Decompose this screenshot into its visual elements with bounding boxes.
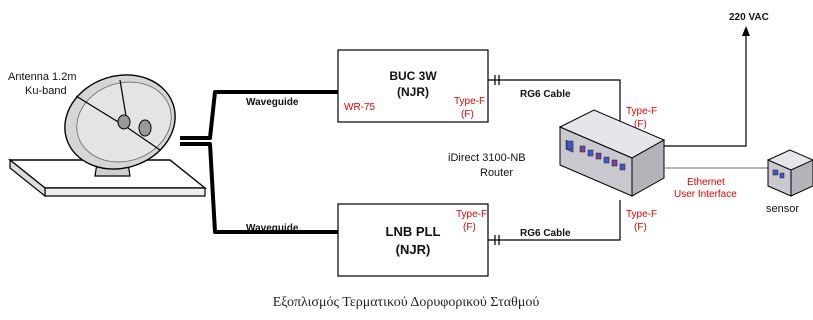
rg6-cable-bottom	[488, 200, 621, 241]
router: iDirect 3100-NB Router Type-F (F) Type-F…	[448, 106, 666, 233]
antenna-band-label: Ku-band	[25, 85, 67, 97]
antenna: Antenna 1.2m Ku-band	[8, 71, 207, 198]
buc-subtitle: (NJR)	[397, 85, 429, 99]
antenna-base-side	[44, 187, 206, 197]
ethernet-link: Ethernet User Interface	[664, 167, 768, 200]
router-port-top-gender: (F)	[634, 119, 647, 130]
waveguide-links: Waveguide Waveguide	[180, 90, 338, 234]
lnb-box: LNB PLL (NJR) Type-F (F)	[337, 203, 489, 277]
waveguide-bottom	[180, 142, 338, 234]
router-port-bottom: Type-F	[626, 209, 657, 220]
lnb-port-typef-gender: (F)	[463, 222, 476, 233]
lnb-subtitle: (NJR)	[396, 242, 431, 257]
rg6-bottom-label: RG6 Cable	[520, 228, 571, 239]
power-label: 220 VAC	[729, 12, 769, 23]
router-ports	[566, 140, 626, 171]
ethernet-label: Ethernet	[687, 177, 725, 188]
rg6-top-label: RG6 Cable	[520, 89, 571, 100]
ethernet-sublabel: User Interface	[674, 189, 737, 200]
rg6-cable-top	[488, 79, 621, 128]
rg6-links: RG6 Cable RG6 Cable	[488, 75, 621, 245]
buc-port-wr75: WR-75	[344, 102, 376, 113]
figure-caption: Εξοπλισμός Τερματικού Δορυφορικού Σταθμο…	[273, 295, 540, 310]
router-sublabel: Router	[480, 167, 513, 179]
router-port-bottom-gender: (F)	[634, 222, 647, 233]
lnb-title: LNB PLL	[386, 224, 441, 239]
router-port-top: Type-F	[626, 106, 657, 117]
lnb-port-typef: Type-F	[456, 209, 487, 220]
waveguide-top	[180, 90, 338, 140]
buc-box: BUC 3W (NJR) WR-75 Type-F (F)	[337, 49, 489, 123]
power-link: 220 VAC	[664, 12, 769, 147]
sensor-label: sensor	[766, 203, 799, 215]
router-label: iDirect 3100-NB	[448, 152, 526, 164]
waveguide-bottom-label: Waveguide	[246, 223, 299, 234]
waveguide-top-label: Waveguide	[246, 97, 299, 108]
buc-port-typef-gender: (F)	[461, 109, 474, 120]
power-arrow	[742, 26, 750, 36]
buc-port-typef: Type-F	[454, 96, 485, 107]
buc-title: BUC 3W	[389, 69, 437, 83]
router-side	[631, 139, 665, 197]
sensor: sensor	[766, 149, 813, 215]
antenna-label: Antenna 1.2m	[8, 71, 77, 83]
power-cable	[664, 36, 747, 147]
